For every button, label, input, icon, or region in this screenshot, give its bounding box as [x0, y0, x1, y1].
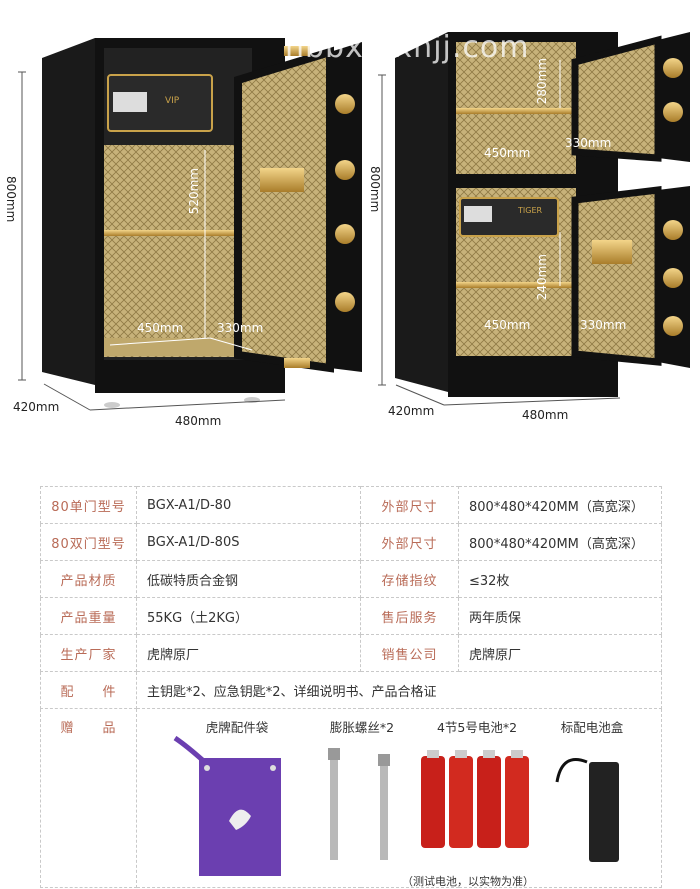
gift-label: 虎牌配件袋 — [205, 720, 269, 735]
right-width-label: 480mm — [522, 408, 569, 422]
spec-value: 800*480*420MM（高宽深） — [458, 523, 662, 561]
left-inner-depth-label: 330mm — [217, 321, 264, 335]
table-row: 赠 品 虎牌配件袋 膨胀螺丝*2 — [40, 708, 662, 889]
panel-vip-text: VIP — [165, 96, 180, 106]
battery-icon — [421, 750, 529, 848]
left-width-label: 480mm — [175, 414, 222, 428]
left-inner-height-label: 520mm — [187, 168, 201, 215]
right-depth-label: 420mm — [388, 404, 435, 418]
battery-box-icon — [555, 758, 619, 862]
accessories-label: 配 件 — [40, 671, 137, 709]
spec-label: 外部尺寸 — [360, 486, 459, 524]
table-row: 80单门型号 BGX-A1/D-80 外部尺寸 800*480*420MM（高宽… — [40, 486, 662, 524]
spec-label: 外部尺寸 — [360, 523, 459, 561]
spec-value: ≤32枚 — [458, 560, 662, 598]
spec-label: 销售公司 — [360, 634, 459, 672]
gift-label: 标配电池盒 — [560, 720, 624, 735]
spec-value: 虎牌原厂 — [458, 634, 662, 672]
spec-value: BGX-A1/D-80S — [136, 523, 361, 561]
gift-item: 4节5号电池*2 — [417, 717, 537, 859]
safe-illustration — [18, 32, 690, 411]
gift-item: 膨胀螺丝*2 — [317, 717, 407, 877]
spec-value: 两年质保 — [458, 597, 662, 635]
table-row: 产品材质 低碳特质合金钢 存储指纹 ≤32枚 — [40, 560, 662, 598]
table-row: 配 件 主钥匙*2、应急钥匙*2、详细说明书、产品合格证 — [40, 671, 662, 709]
watermark: hbbxg.xhjj.com — [285, 30, 530, 65]
spec-value: BGX-A1/D-80 — [136, 486, 361, 524]
spec-value: 低碳特质合金钢 — [136, 560, 361, 598]
spec-label: 80双门型号 — [40, 523, 137, 561]
gift-label: 4节5号电池*2 — [436, 720, 518, 735]
single-door-safe — [18, 38, 362, 411]
accessories-value: 主钥匙*2、应急钥匙*2、详细说明书、产品合格证 — [136, 671, 662, 709]
spec-value: 55KG（土2KG） — [136, 597, 361, 635]
table-row: 80双门型号 BGX-A1/D-80S 外部尺寸 800*480*420MM（高… — [40, 523, 662, 561]
spec-label: 产品重量 — [40, 597, 137, 635]
spec-label: 存储指纹 — [360, 560, 459, 598]
right-upper-width-label: 450mm — [484, 146, 531, 160]
panel-tiger-text: TIGER — [518, 206, 543, 215]
double-door-safe — [378, 32, 690, 406]
right-lower-depth-label: 330mm — [580, 318, 627, 332]
spec-label: 生产厂家 — [40, 634, 137, 672]
spec-value: 800*480*420MM（高宽深） — [458, 486, 662, 524]
right-upper-height-label: 280mm — [535, 58, 549, 105]
left-depth-label: 420mm — [13, 400, 60, 414]
gifts-label: 赠 品 — [40, 708, 137, 888]
table-row: 生产厂家 虎牌原厂 销售公司 虎牌原厂 — [40, 634, 662, 672]
right-height-label: 800mm — [368, 166, 382, 213]
gift-item: 标配电池盒 — [547, 717, 637, 875]
right-lower-width-label: 450mm — [484, 318, 531, 332]
spec-value: 虎牌原厂 — [136, 634, 361, 672]
gift-item: 虎牌配件袋 — [173, 717, 287, 889]
spec-table: 80单门型号 BGX-A1/D-80 外部尺寸 800*480*420MM（高宽… — [40, 486, 662, 888]
screw-icon — [328, 748, 390, 860]
gifts-cell: 虎牌配件袋 膨胀螺丝*2 — [136, 708, 662, 889]
table-row: 产品重量 55KG（土2KG） 售后服务 两年质保 — [40, 597, 662, 635]
spec-label: 80单门型号 — [40, 486, 137, 524]
product-photo: hbbxg.xhjj.com VIP TIGER 800mm 420mm 480… — [4, 30, 690, 428]
gift-label: 膨胀螺丝*2 — [329, 720, 395, 735]
spec-label: 产品材质 — [40, 560, 137, 598]
left-height-label: 800mm — [4, 176, 18, 223]
bag-icon — [173, 735, 281, 876]
right-lower-height-label: 240mm — [535, 254, 549, 301]
gifts-area: 虎牌配件袋 膨胀螺丝*2 — [147, 717, 651, 889]
gifts-note: （测试电池，以实物为准） — [402, 875, 534, 888]
spec-label: 售后服务 — [360, 597, 459, 635]
left-inner-width-label: 450mm — [137, 321, 184, 335]
right-upper-depth-label: 330mm — [565, 136, 612, 150]
